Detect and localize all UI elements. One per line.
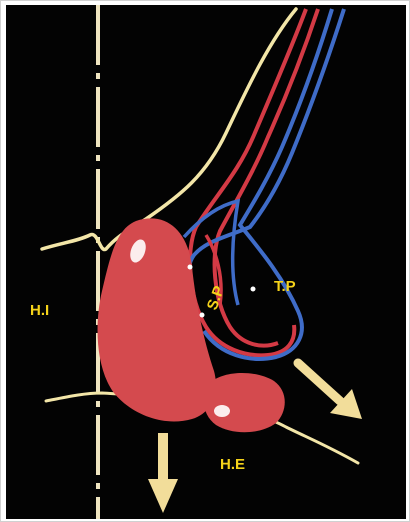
small-organ <box>204 373 285 432</box>
label-hi: H.I <box>30 302 49 319</box>
diagram-canvas: H.I S.P T.P H.E <box>6 5 406 519</box>
label-sp: S.P <box>204 284 228 313</box>
vessel-marker <box>200 313 205 318</box>
label-tp: T.P <box>274 278 296 295</box>
vessel-marker <box>251 287 256 292</box>
small-organ-highlight <box>214 405 230 417</box>
blue-vessel-outer <box>204 9 332 359</box>
diagram-svg: H.I S.P T.P H.E <box>6 5 406 519</box>
diagonal-arrow-icon <box>298 363 362 419</box>
vessel-marker <box>188 265 193 270</box>
down-arrow-icon <box>148 433 178 513</box>
label-he: H.E <box>220 456 245 473</box>
